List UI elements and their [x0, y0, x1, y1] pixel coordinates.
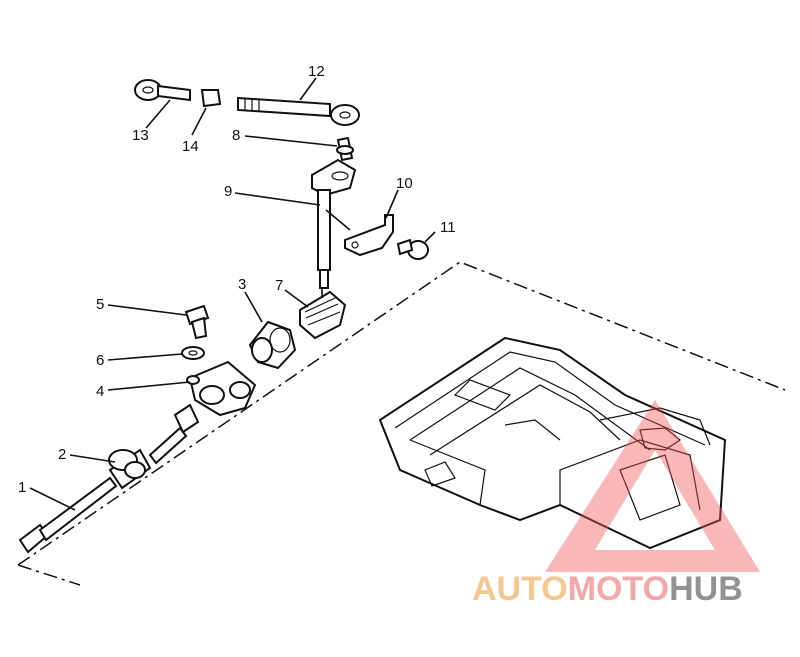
callout-9: 9	[224, 183, 232, 200]
watermark-auto: AUTO	[472, 570, 568, 608]
callout-5: 5	[96, 296, 104, 313]
part-11-screw	[396, 238, 429, 260]
callout-8: 8	[232, 127, 240, 144]
callout-12: 12	[308, 63, 325, 80]
watermark-hub: HUB	[669, 570, 743, 608]
part-12-threaded-rod	[237, 96, 360, 126]
housing-boundary	[17, 261, 786, 586]
svg-text:AUTOMOTOHUB: AUTOMOTOHUB	[472, 570, 743, 608]
part-4-bearing-block	[186, 360, 257, 417]
callout-4: 4	[96, 383, 104, 400]
callout-2: 2	[58, 446, 66, 463]
callout-10: 10	[396, 175, 413, 192]
part-2-universal-joint	[108, 449, 146, 479]
watermark-moto: MOTO	[568, 570, 669, 608]
part-5-bolt	[184, 304, 210, 340]
callout-13: 13	[132, 127, 149, 144]
part-3-bushing-gear	[248, 320, 297, 370]
part-1-shaft	[18, 403, 200, 554]
callout-6: 6	[96, 352, 104, 369]
watermark-triangle-icon	[545, 400, 760, 572]
part-10-bracket	[344, 214, 394, 257]
part-7-bevel-gear	[299, 285, 347, 340]
callout-7: 7	[275, 277, 283, 294]
part-13-rod-end	[134, 79, 191, 102]
callout-11: 11	[440, 219, 456, 236]
watermark-logo: AUTOMOTOHUB	[472, 400, 760, 608]
part-6-washer	[181, 346, 205, 360]
callout-3: 3	[238, 276, 246, 293]
callout-14: 14	[182, 138, 199, 155]
part-14-nut	[200, 89, 222, 108]
part-9-vertical-shaft	[311, 158, 357, 289]
leader-lines	[29, 77, 436, 511]
part-8-stud	[336, 136, 354, 162]
frame-casting	[378, 336, 727, 550]
callout-1: 1	[18, 479, 26, 496]
callout-labels: 1 2 3 4 5 6 7 8 9 10 11 12 13 14	[18, 63, 456, 496]
